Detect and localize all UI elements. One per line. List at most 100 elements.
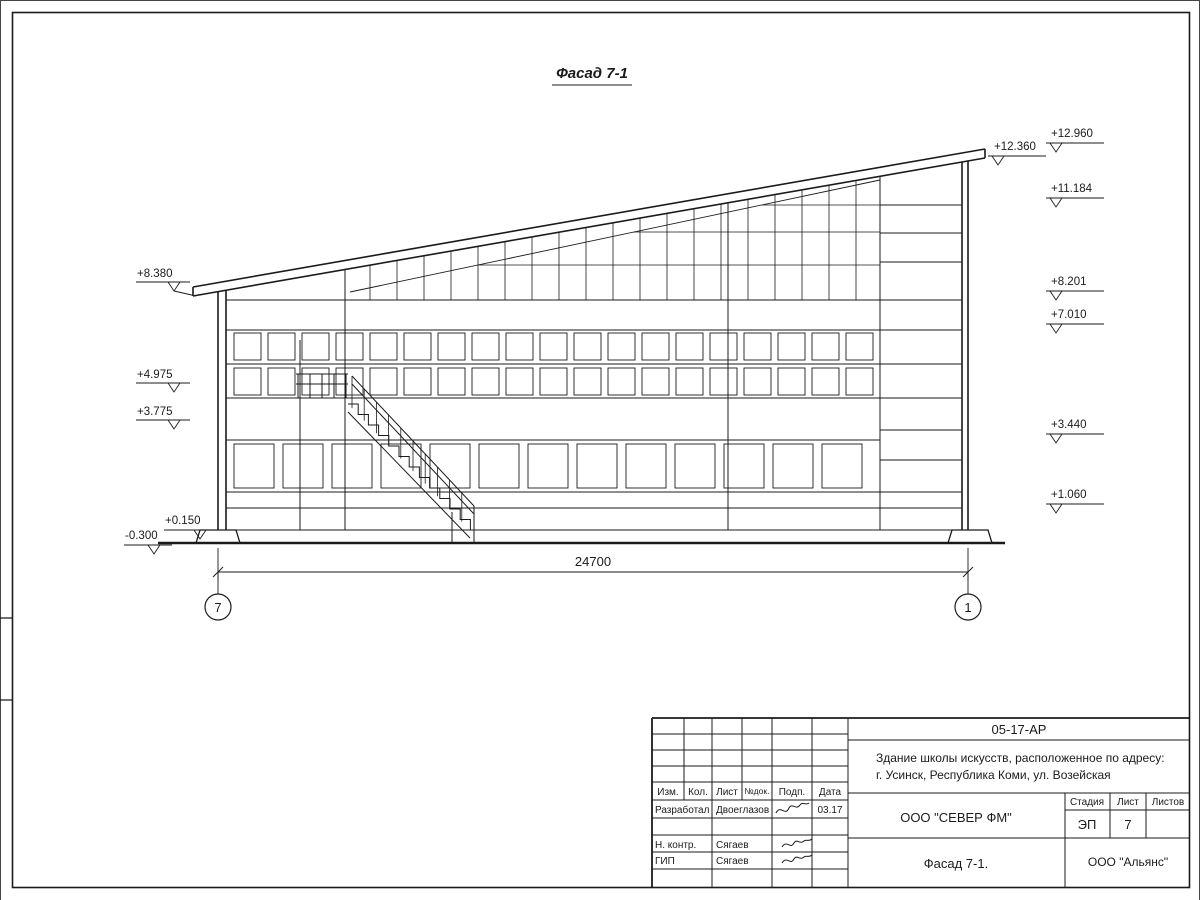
project-title-line1: Здание школы искусств, расположенное по … [876, 751, 1165, 765]
window-pane [403, 332, 432, 361]
exterior-stair [296, 340, 475, 543]
window-pane [625, 443, 667, 489]
window-pane [233, 367, 262, 396]
elevation-arrow [1046, 290, 1104, 301]
elevation-label: +8.201 [1051, 276, 1087, 288]
window-pane [573, 367, 602, 396]
window-pane [301, 332, 330, 361]
window-pane [282, 443, 324, 489]
elevation-arrow [136, 281, 197, 297]
elevation-label: -0.300 [125, 530, 158, 542]
elevation-label: +3.440 [1051, 419, 1087, 431]
axis-markers: 7 1 [204, 572, 982, 621]
sheet-number: 7 [1124, 817, 1131, 832]
foundation-plates [195, 529, 993, 544]
clerestory-rails [478, 204, 880, 266]
window-pane [573, 332, 602, 361]
window-pane [821, 443, 863, 489]
title-block-grid [652, 718, 1190, 888]
window-pane [233, 332, 262, 361]
elevation-arrow [136, 419, 190, 430]
window-grid [233, 332, 874, 489]
elevation-label: +4.975 [137, 369, 173, 381]
window-pane [267, 367, 296, 396]
roof-outline [192, 148, 986, 297]
project-title-line2: г. Усинск, Республика Коми, ул. Возейска… [876, 768, 1111, 782]
window-pane [471, 367, 500, 396]
signature-mark [781, 838, 813, 848]
axis-bubble [954, 593, 982, 621]
window-pane [539, 332, 568, 361]
elevation-label: +1.060 [1051, 489, 1087, 501]
window-pane [505, 367, 534, 396]
elevation-arrow [1046, 433, 1104, 444]
role-name: Двоеглазов [716, 805, 769, 816]
window-pane [335, 367, 364, 396]
elevation-arrow [136, 382, 190, 393]
elevation-arrow [1046, 323, 1104, 334]
role-date: 03.17 [817, 805, 842, 816]
elevation-mark: +0.150 [164, 515, 216, 540]
axis-bubble [204, 593, 232, 621]
role-name: Сягаев [716, 840, 749, 851]
dimension-line: 24700 [212, 548, 974, 580]
fold-marks [0, 617, 12, 701]
window-pane [709, 367, 738, 396]
window-pane [772, 443, 814, 489]
floor-lines [218, 299, 968, 531]
elevation-arrow [124, 544, 172, 555]
col-data: Дата [819, 787, 842, 798]
elevation-arrow [988, 155, 1046, 166]
elevation-arrow [1046, 197, 1104, 208]
elevation-label: +8.380 [137, 268, 173, 280]
axis-leaders [217, 572, 969, 594]
elevation-mark: +7.010 [1046, 309, 1104, 334]
elevation-marks-right: +12.360 +12.960 +11.184 +8.201 +7.010 +3… [988, 128, 1104, 514]
window-pane [641, 367, 670, 396]
drawing-title: Фасад 7-1 [556, 65, 628, 82]
window-pane [607, 367, 636, 396]
facade-building [158, 148, 1005, 545]
window-pane [505, 332, 534, 361]
signature-mark [775, 802, 810, 814]
window-pane [369, 367, 398, 396]
window-pane [674, 443, 716, 489]
role-title: Разработал [655, 804, 710, 816]
window-pane [478, 443, 520, 489]
elevation-label: +12.360 [994, 141, 1036, 153]
elevation-mark: +3.775 [136, 406, 190, 430]
window-pane [675, 367, 704, 396]
window-pane [403, 367, 432, 396]
dimension-value: 24700 [575, 554, 611, 569]
stage-value: ЭП [1078, 817, 1097, 832]
stair-railing-posts [351, 376, 475, 531]
col-ndok: №док. [745, 786, 770, 796]
window-pane [845, 332, 874, 361]
wall-outlines [217, 161, 969, 530]
window-pane [641, 332, 670, 361]
stair-steps [348, 403, 471, 530]
window-pane [675, 332, 704, 361]
window-pane [437, 332, 466, 361]
window-pane [743, 367, 772, 396]
role-title: ГИП [655, 856, 675, 867]
col-kol: Кол. [688, 787, 708, 798]
elevation-mark: +8.201 [1046, 276, 1104, 301]
stair-stringer [347, 411, 471, 539]
signature-mark [781, 854, 813, 864]
contractor-name: ООО "СЕВЕР ФМ" [900, 810, 1012, 825]
elevation-label: +11.184 [1051, 183, 1093, 195]
window-pane [723, 443, 765, 489]
title-block-headers: Изм. Кол. Лист №док. Подп. Дата [657, 786, 841, 798]
role-name: Сягаев [716, 856, 749, 867]
elevation-mark: +1.060 [1046, 489, 1104, 514]
window-pane [576, 443, 618, 489]
window-pane [437, 367, 466, 396]
clerestory-slope-line [349, 179, 881, 293]
elevation-label: +3.775 [137, 406, 173, 418]
window-pane [527, 443, 569, 489]
window-pane [471, 332, 500, 361]
elevation-mark: +11.184 [1046, 183, 1104, 208]
elevation-arrow [1046, 503, 1104, 514]
